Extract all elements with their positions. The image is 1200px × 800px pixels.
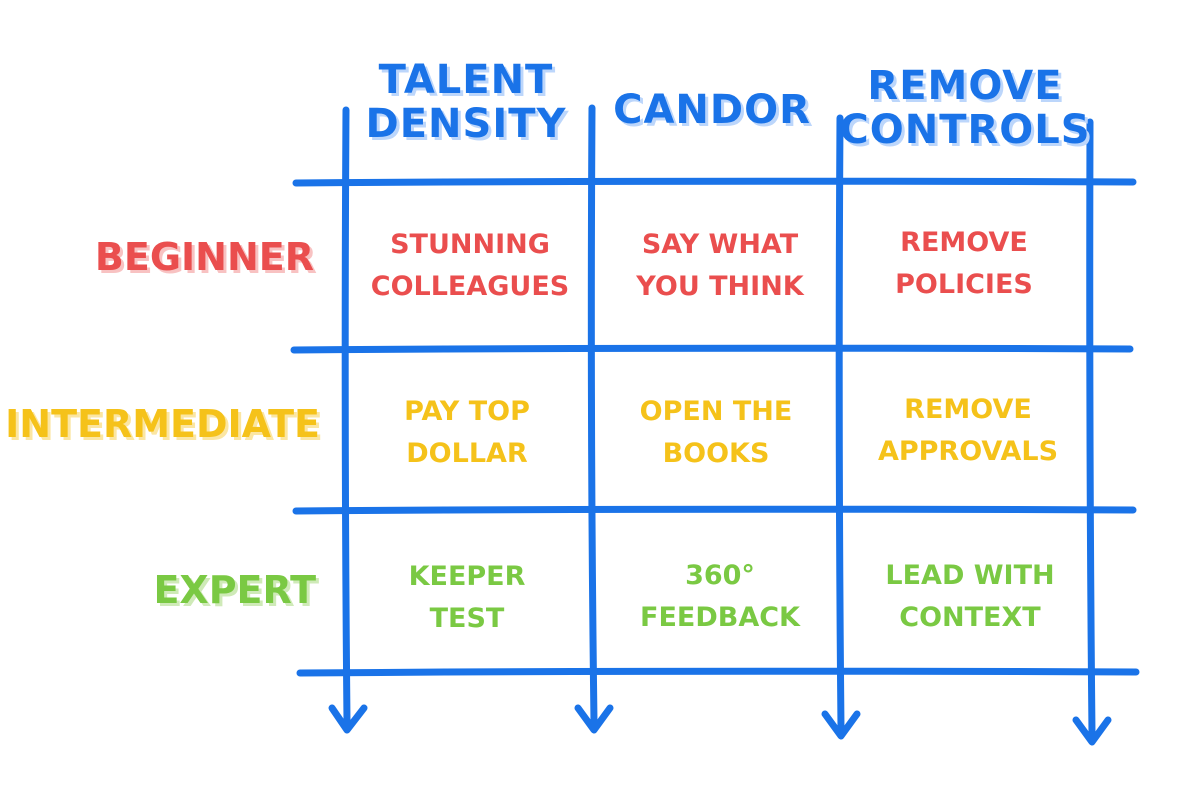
cell-expert-candor: 360° FEEDBACK	[640, 560, 800, 633]
cell-beginner-talent-density: STUNNING COLLEAGUES	[370, 229, 570, 302]
cell-beginner-remove-controls: REMOVE POLICIES	[895, 227, 1033, 300]
cell-intermediate-remove-controls: REMOVE APPROVALS	[877, 394, 1059, 467]
column-header-talent-density: TALENT DENSITY	[365, 57, 567, 147]
cell-beginner-candor: SAY WHAT YOU THINK	[636, 229, 804, 302]
row-header-beginner: BEGINNER	[94, 235, 314, 279]
cell-intermediate-talent-density: PAY TOP DOLLAR	[404, 396, 530, 469]
grid-line-v-1	[341, 106, 351, 726]
cell-expert-talent-density: KEEPER TEST	[408, 561, 526, 634]
grid-line-v-2	[587, 104, 598, 726]
cell-intermediate-candor: OPEN THE BOOKS	[639, 396, 793, 469]
grid-line-h-1	[292, 177, 1137, 187]
column-header-remove-controls: REMOVE CONTROLS	[839, 63, 1091, 153]
arrow-down-icon	[821, 710, 861, 740]
grid-line-h-4	[296, 667, 1140, 677]
grid-line-h-3	[292, 505, 1137, 515]
row-header-expert: EXPERT	[153, 568, 316, 612]
row-header-intermediate: INTERMEDIATE	[5, 402, 320, 446]
arrow-down-icon	[1072, 716, 1112, 746]
grid-line-v-3	[835, 114, 845, 732]
column-header-candor: CANDOR	[613, 87, 811, 133]
cell-expert-remove-controls: LEAD WITH CONTEXT	[885, 560, 1055, 633]
arrow-down-icon	[574, 704, 614, 734]
arrow-down-icon	[328, 704, 368, 734]
grid-line-v-4	[1086, 118, 1096, 738]
grid-line-h-2	[290, 344, 1134, 354]
